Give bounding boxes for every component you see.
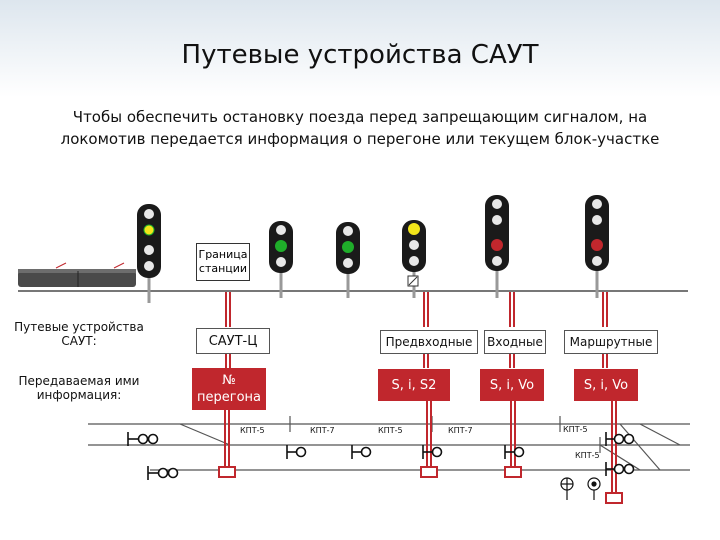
bottom-posts — [224, 400, 617, 492]
dwarf-signal-2 — [147, 466, 179, 480]
device-saut-c: САУТ-Ц — [196, 328, 270, 354]
round-indicator-symbols — [560, 477, 601, 500]
dwarf-signal-7 — [605, 432, 635, 446]
connector-lines — [225, 292, 608, 368]
locomotive — [18, 262, 136, 287]
device-entry: Входные — [484, 330, 546, 354]
track-boxes — [218, 466, 623, 504]
slide-subtitle: Чтобы обеспечить остановку поезда перед … — [60, 108, 660, 148]
dwarf-signal-6 — [504, 445, 525, 459]
signal-1 — [137, 204, 161, 303]
track-layout — [88, 416, 690, 471]
label-kpt5-b: КПТ-5 — [378, 426, 403, 435]
label-kpt5-a: КПТ-5 — [240, 426, 265, 435]
label-kpt7-b: КПТ-7 — [448, 426, 473, 435]
label-saut-devices: Путевые устройства САУТ: — [14, 320, 144, 348]
device-pre-entry: Предвходные — [380, 330, 478, 354]
dwarf-signal-4 — [351, 445, 372, 459]
dwarf-signal-1 — [127, 432, 159, 446]
info-route: S, i, Vo — [574, 369, 638, 401]
signal-4-pre-entry — [402, 220, 426, 298]
signal-2 — [269, 221, 293, 298]
dwarf-signal-symbols — [127, 432, 635, 480]
dwarf-signal-3 — [286, 445, 307, 459]
signal-3 — [336, 222, 360, 298]
device-route: Маршрутные — [564, 330, 658, 354]
dwarf-signal-5 — [422, 445, 443, 459]
info-pre-entry: S, i, S2 — [378, 369, 450, 401]
slide-title: Путевые устройства САУТ — [181, 40, 539, 70]
info-entry: S, i, Vo — [480, 369, 544, 401]
label-transmitted-info: Передаваемая ими информация: — [18, 374, 140, 402]
label-kpt5-d: КПТ-5 — [575, 451, 600, 460]
signal-5-entry — [485, 195, 509, 298]
signal-6-route — [585, 195, 609, 298]
dwarf-signal-8 — [605, 462, 635, 476]
info-stage-number: № перегона — [192, 368, 266, 410]
station-border-label: Граница станции — [196, 243, 250, 281]
label-kpt5-c: КПТ-5 — [563, 425, 588, 434]
label-kpt7-a: КПТ-7 — [310, 426, 335, 435]
